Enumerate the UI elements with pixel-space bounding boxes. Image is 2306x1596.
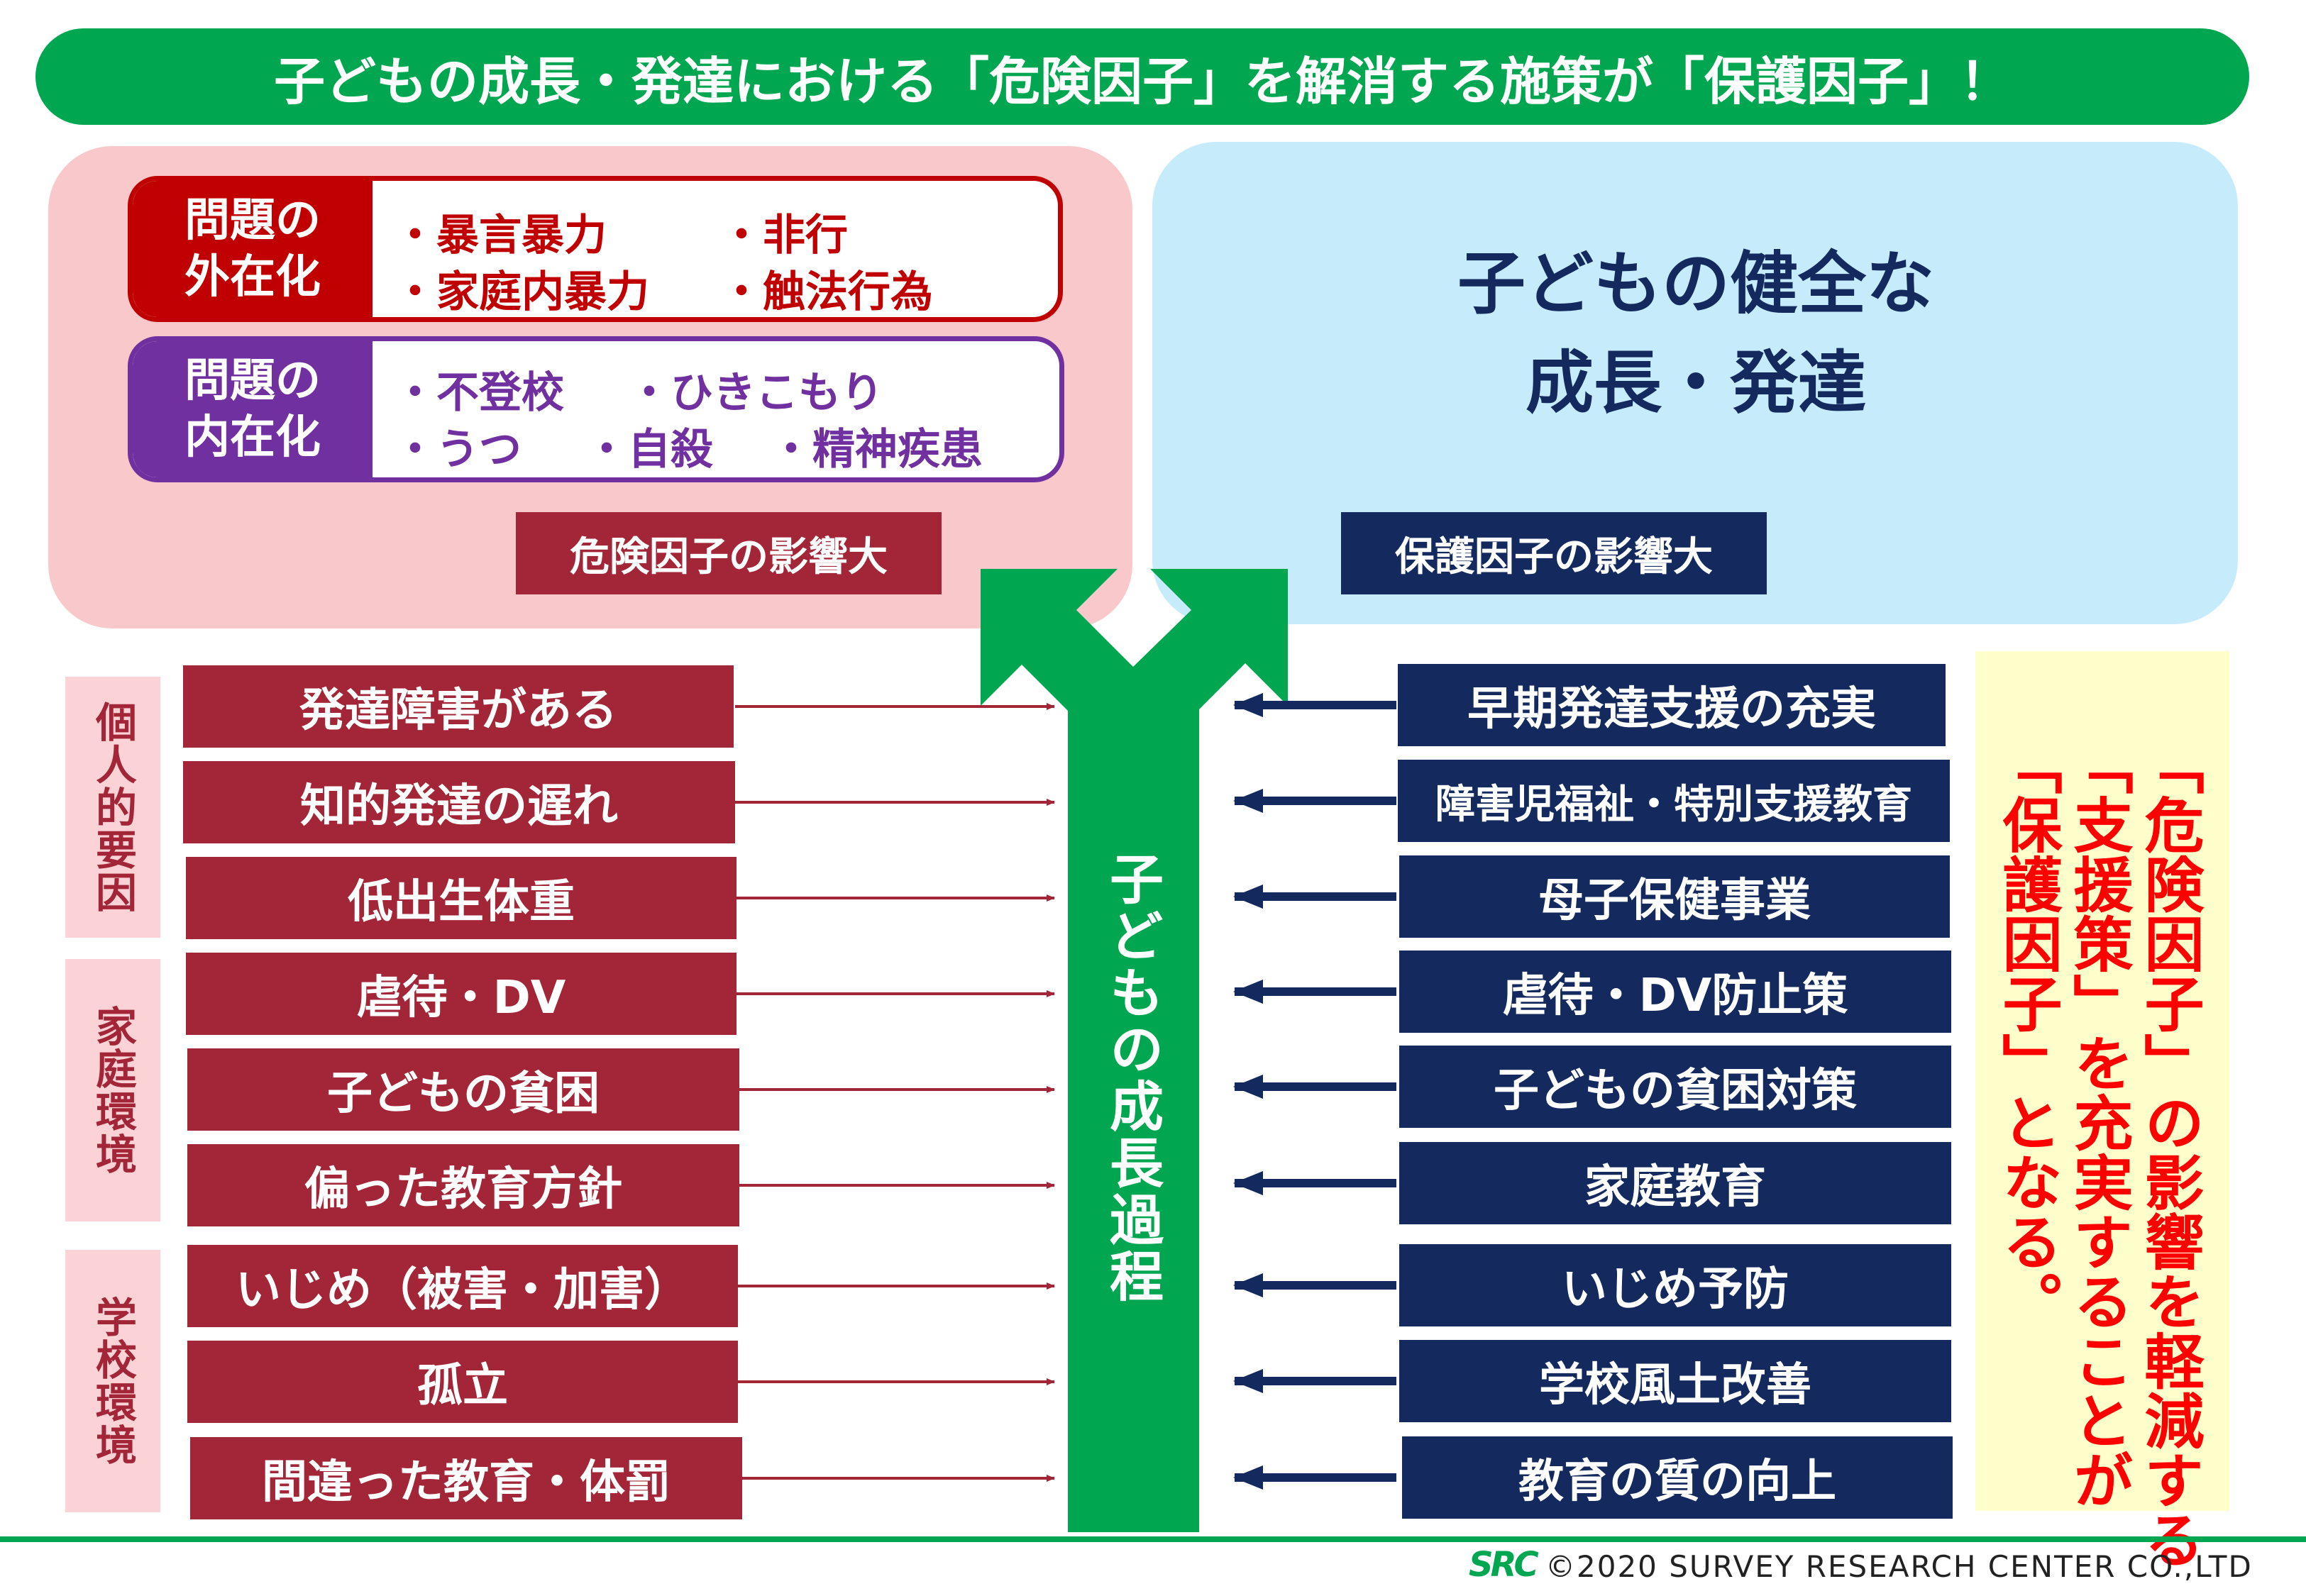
problem-item: ・触法行為	[720, 267, 933, 317]
risk-factor-box: 知的発達の遅れ	[183, 761, 735, 843]
risk-factor-box: 子どもの貧困	[187, 1048, 739, 1131]
externalizing-label: 問題の 外在化	[133, 181, 373, 317]
protect-influence-tag: 保護因子の影響大	[1341, 512, 1767, 594]
risk-factor-box: 偏った教育方針	[187, 1144, 739, 1226]
page-title: 子どもの成長・発達における「危険因子」を解消する施策が「保護因子」！	[273, 51, 2011, 111]
risk-factor-box: 間違った教育・体罰	[190, 1437, 742, 1519]
risk-factor-box: 孤立	[187, 1341, 738, 1423]
category-personal: 個人的要因	[65, 677, 160, 938]
problem-item: ・精神疾患	[770, 425, 983, 475]
problem-item: ・家庭内暴力	[394, 267, 649, 317]
protective-factor-box: 学校風土改善	[1399, 1340, 1951, 1422]
title-banner: 子どもの成長・発達における「危険因子」を解消する施策が「保護因子」！	[35, 28, 2249, 125]
risk-factor-box: 発達障害がある	[183, 665, 734, 748]
callout-line: 「危険因子」の影響を軽減する	[2135, 735, 2205, 1569]
protective-factor-box: 障害児福祉・特別支援教育	[1398, 760, 1950, 842]
callout-line: 「保護因子」となる。	[1993, 735, 2063, 1331]
protective-factor-box: いじめ予防	[1399, 1244, 1951, 1326]
callout-box: 「危険因子」の影響を軽減する 「支援策」を充実することが 「保護因子」となる。	[1975, 651, 2229, 1569]
problem-item: ・暴言暴力	[394, 211, 607, 260]
problem-item: ・不登校	[394, 368, 564, 418]
category-school: 学校環境	[65, 1250, 160, 1512]
protective-factor-box: 子どもの貧困対策	[1399, 1046, 1951, 1128]
category-family: 家庭環境	[65, 959, 160, 1221]
problem-item: ・ひきこもり	[628, 368, 883, 418]
externalizing-box: 問題の 外在化 ・暴言暴力 ・非行 ・家庭内暴力 ・触法行為	[128, 176, 1063, 322]
growth-arrow-icon	[981, 569, 1288, 1532]
growth-process-label: 子どもの成長過程	[1100, 851, 1164, 1305]
protective-factor-box: 教育の質の向上	[1402, 1436, 1953, 1519]
company-logo: SRC	[1469, 1545, 1539, 1585]
protective-factor-box: 虐待・DV防止策	[1399, 951, 1951, 1033]
protective-factor-box: 母子保健事業	[1399, 855, 1950, 938]
protective-factor-box: 早期発達支援の充実	[1398, 664, 1946, 746]
risk-factor-box: いじめ（被害・加害）	[187, 1245, 738, 1327]
risk-factor-box: 虐待・DV	[186, 953, 737, 1035]
footer-rule	[0, 1536, 2306, 1542]
copyright-text: ©2020 SURVEY RESEARCH CENTER CO.,LTD	[1545, 1549, 2253, 1584]
problem-item: ・非行	[720, 211, 848, 260]
risk-factor-box: 低出生体重	[186, 857, 737, 939]
problem-item: ・自殺	[585, 425, 713, 475]
internalizing-box: 問題の 内在化 ・不登校 ・ひきこもり ・うつ ・自殺 ・精神疾患	[128, 336, 1064, 482]
risk-influence-tag: 危険因子の影響大	[516, 512, 942, 594]
callout-line: 「支援策」を充実することが	[2064, 735, 2134, 1509]
healthy-development-title: 子どもの健全な 成長・発達	[1457, 244, 1934, 423]
internalizing-label: 問題の 内在化	[133, 341, 373, 477]
protective-factor-box: 家庭教育	[1399, 1142, 1951, 1224]
problem-item: ・うつ	[394, 425, 522, 475]
